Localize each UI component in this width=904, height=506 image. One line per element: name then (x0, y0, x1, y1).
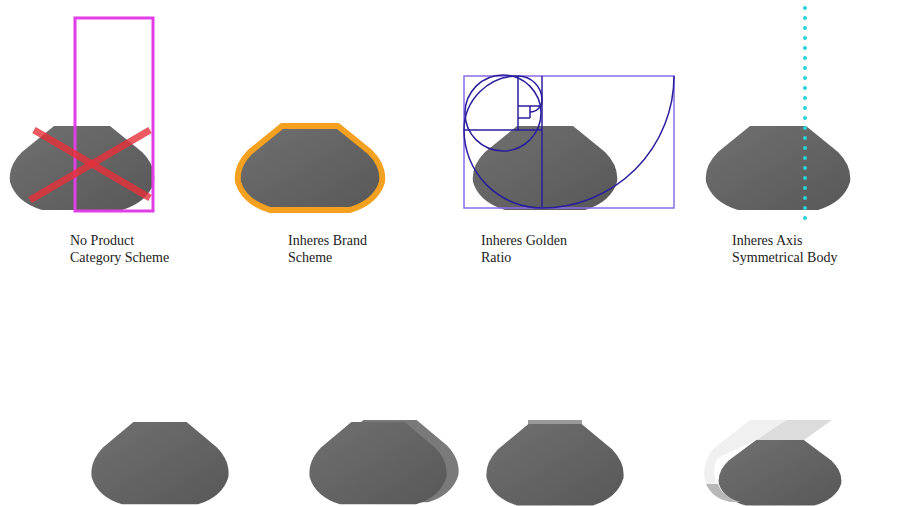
caption-label: Inheres Brand Scheme (288, 232, 406, 266)
caption-label: Inheres Axis Symmetrical Body (732, 232, 850, 266)
cross-mark (30, 130, 150, 200)
golden-ratio (464, 75, 674, 208)
category-frame (75, 18, 153, 211)
body-shape (10, 126, 851, 210)
symmetry-axis (803, 8, 807, 220)
caption-label: Inheres Golden Ratio (481, 232, 599, 266)
body-variant (91, 420, 841, 506)
caption-label: No Product Category Scheme (70, 232, 188, 266)
